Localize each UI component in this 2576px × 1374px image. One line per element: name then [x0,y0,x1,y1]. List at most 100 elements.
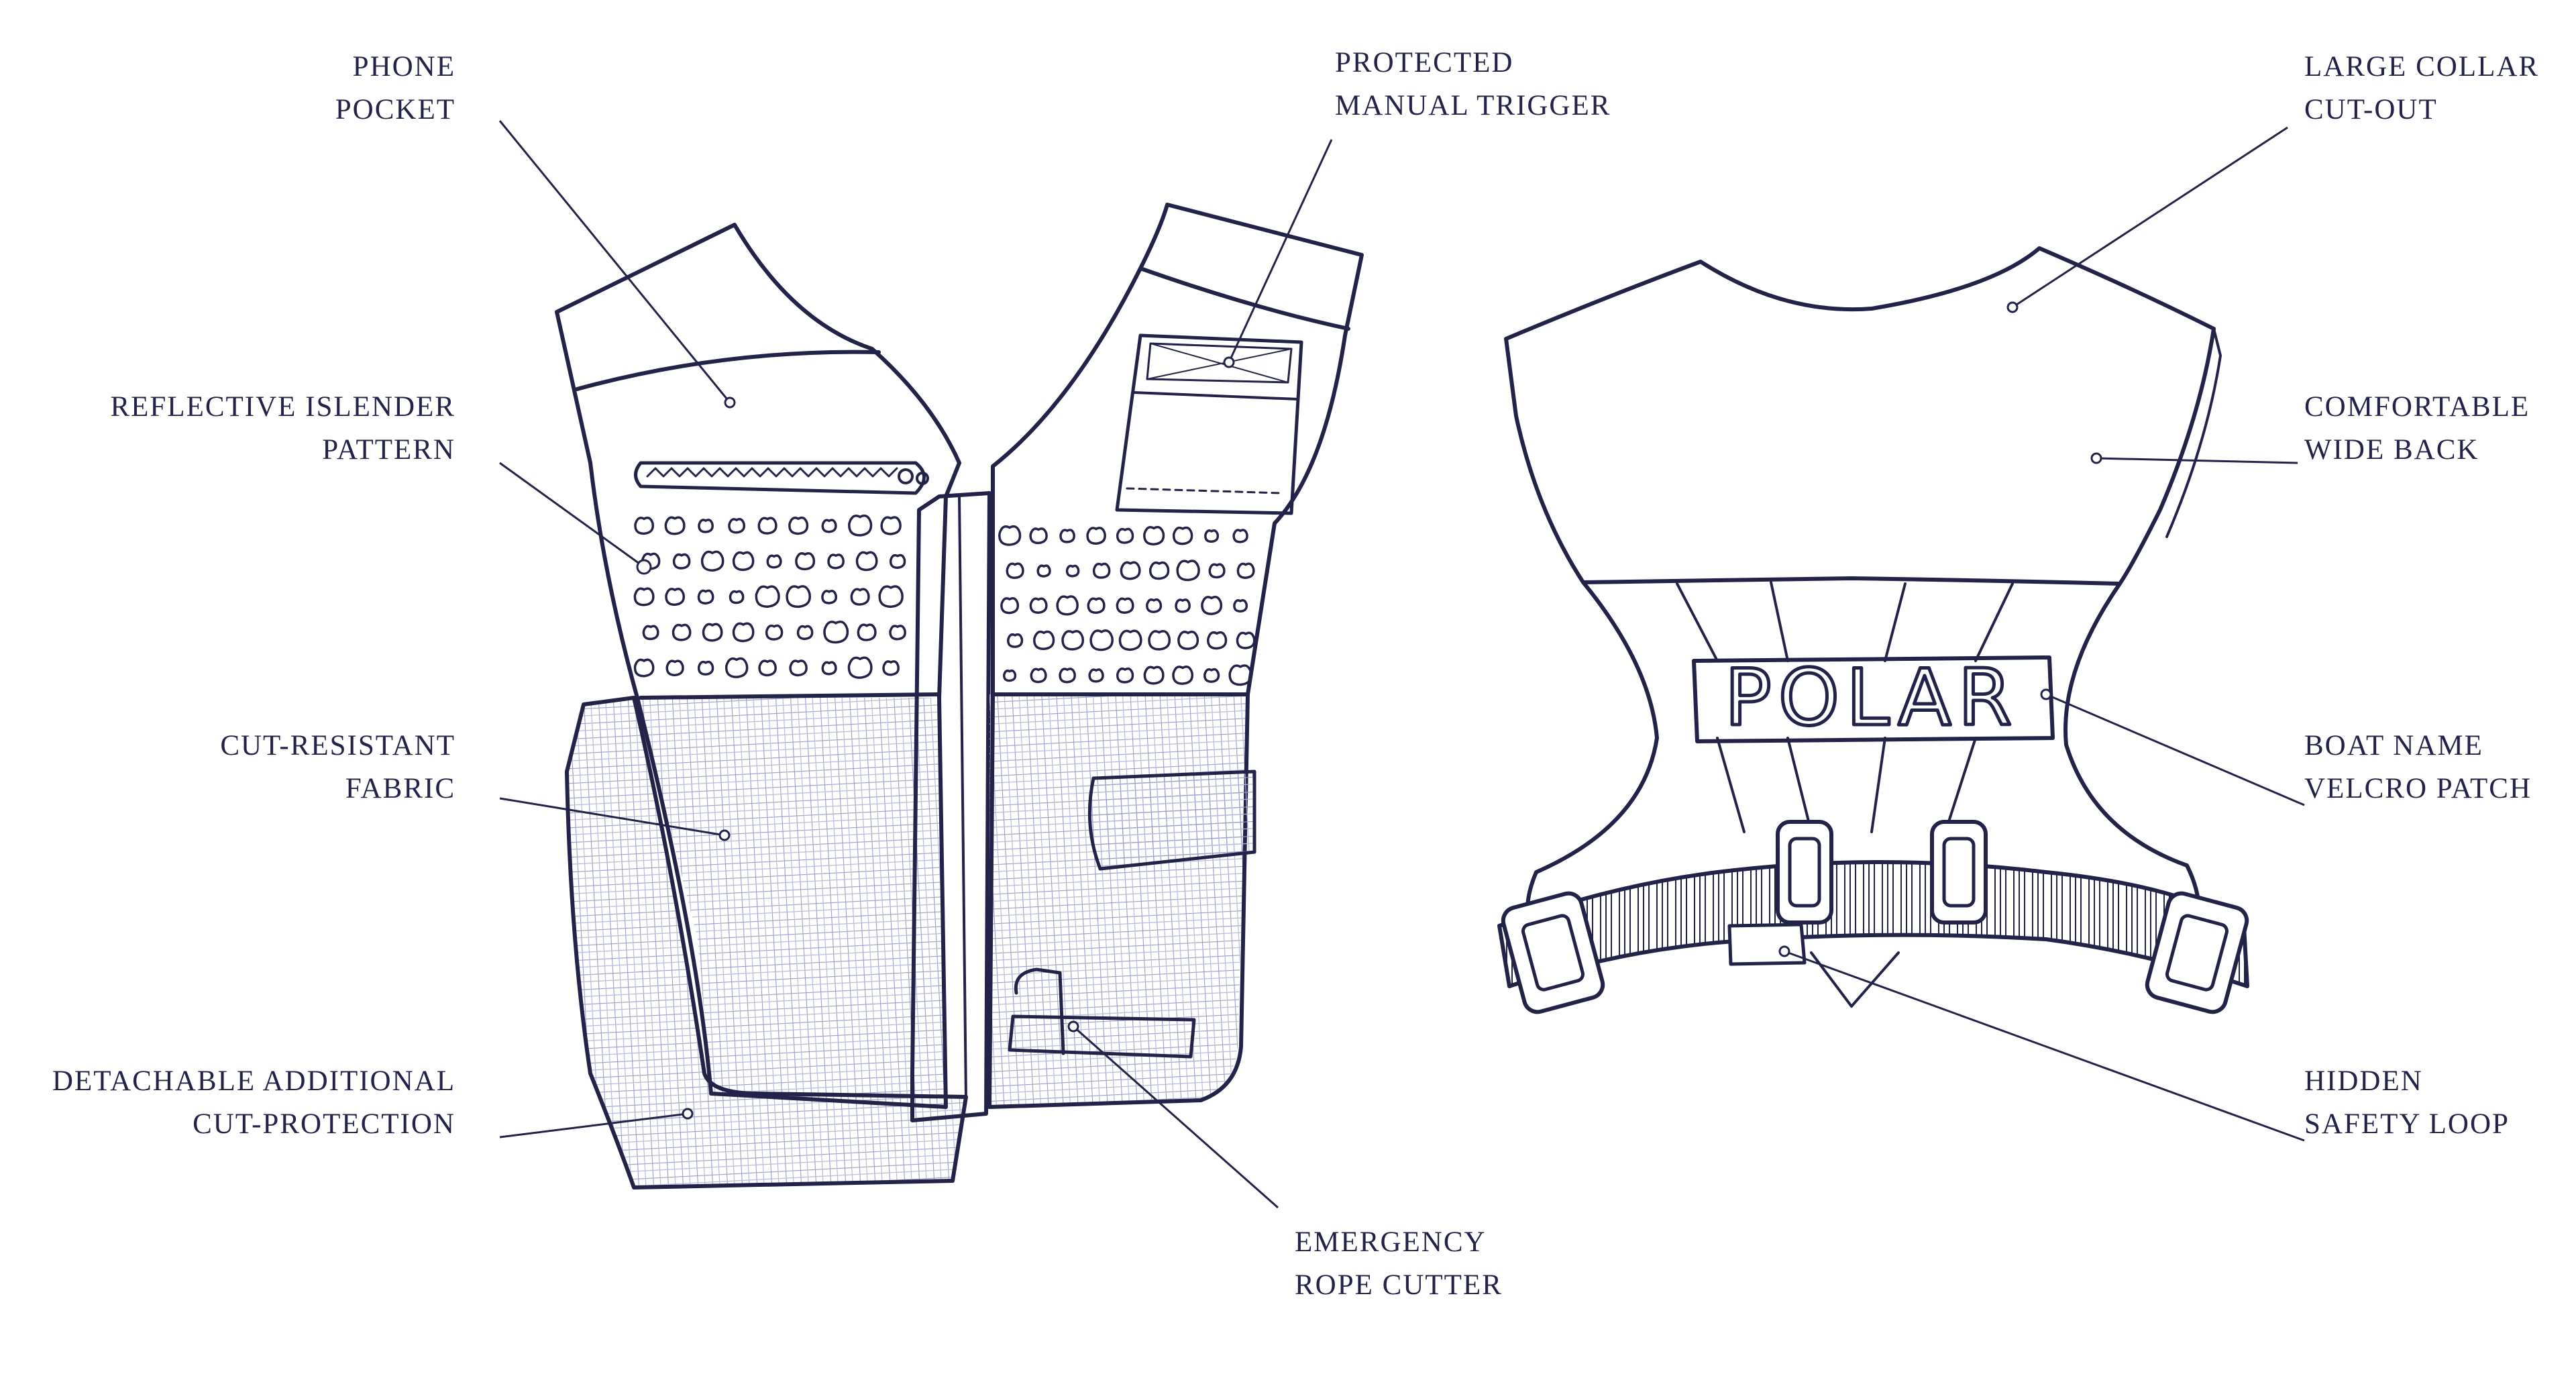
reflective-dot [1059,668,1076,684]
reflective-dot [724,657,749,678]
hidden-safety-loop [1727,922,1807,966]
reflective-dot [1116,667,1134,684]
reflective-dot [788,516,809,535]
reflective-dot [1029,597,1048,614]
reflective-dot [633,587,655,606]
reflective-dot [1007,633,1024,648]
belt-strap [1497,860,2249,988]
reflective-dot [702,623,723,642]
reflective-dot [1176,560,1200,582]
reflective-dot [732,551,755,572]
reflective-dot [1233,599,1248,613]
left-panel-fabric [637,698,946,1107]
zipper-pull [898,468,914,484]
phone-pocket-zipper [634,461,926,495]
reflective-dot [850,588,870,606]
reflective-dot [757,517,777,535]
reflective-dot [1143,525,1165,546]
reflective-dot [1208,563,1226,579]
reflective-dot [765,624,784,641]
reflective-pattern-left [633,514,906,679]
left-front-outline [555,223,961,1109]
back-vest: POLAR [1497,246,2249,1014]
reflective-dot [1116,597,1134,614]
reflective-dot [1201,596,1223,615]
zipper-teeth [646,467,898,478]
reflective-dot [847,656,873,679]
side-velcro-tab [1087,770,1256,871]
reflective-dot [1203,668,1220,683]
reflective-dot [672,623,692,641]
reflective-dot [755,585,780,608]
reflective-dot [1148,630,1171,651]
reflective-dot [1029,527,1048,545]
right-shoulder-seam [1138,266,1350,331]
reflective-dot [821,661,837,676]
reflective-dot [882,660,900,676]
reflective-dot [789,659,808,677]
back-collar-panel [1504,246,2216,586]
reflective-dot [642,625,659,641]
center-zip-flap [910,491,991,1122]
reflective-dot [1088,668,1104,683]
reflective-dot [821,519,837,533]
reflective-dot [1232,529,1248,543]
reflective-dot [1086,527,1106,545]
reflective-dot [732,622,755,643]
reflective-dot [1065,564,1080,578]
reflective-dot [857,623,877,641]
right-panel-fabric [989,694,1248,1107]
reflective-dot [634,517,655,535]
emergency-rope-cutter-tab [1008,1014,1196,1059]
reflective-dot [827,553,845,570]
front-vest [555,203,1364,1190]
patch-text: POLAR [1725,653,2019,743]
reflective-dot [1120,561,1141,580]
reflective-dot [1204,529,1220,543]
reflective-dot [1000,597,1020,615]
reflective-dot [664,516,686,535]
reflective-dot [998,525,1022,546]
reflective-dot [1061,630,1085,651]
reflective-dot [700,550,724,572]
reflective-dot [1172,666,1194,685]
reflective-dot [1036,564,1051,578]
reflective-dot [1003,669,1017,682]
reflective-dot [1207,631,1228,650]
manual-trigger-pocket [1115,333,1303,515]
reflective-dot [728,518,746,534]
reflective-dot [1228,664,1252,686]
reflective-dot [855,551,878,572]
left-mid-seam [639,692,941,700]
boat-name-velcro-patch [1692,655,2055,743]
reflective-dot [633,658,655,678]
reflective-pattern-right [998,525,1256,686]
reflective-dot [1033,630,1055,651]
detachable-cut-protection-panel [565,696,968,1190]
reflective-dot [880,516,902,535]
reflective-dot [1006,562,1024,580]
reflective-dot [1148,561,1170,580]
reflective-dot [729,590,745,604]
reflective-dot [1059,529,1075,543]
reflective-dot [697,660,714,676]
reflective-dot [697,589,714,605]
reflective-dot [1172,526,1193,545]
reflective-dot [848,514,873,537]
callout-points [636,301,2102,1120]
reflective-dot [1143,666,1165,685]
reflective-dot [665,588,686,606]
reflective-dot [1092,562,1111,579]
right-front-outline [987,203,1364,1109]
reflective-dot [1118,629,1142,651]
